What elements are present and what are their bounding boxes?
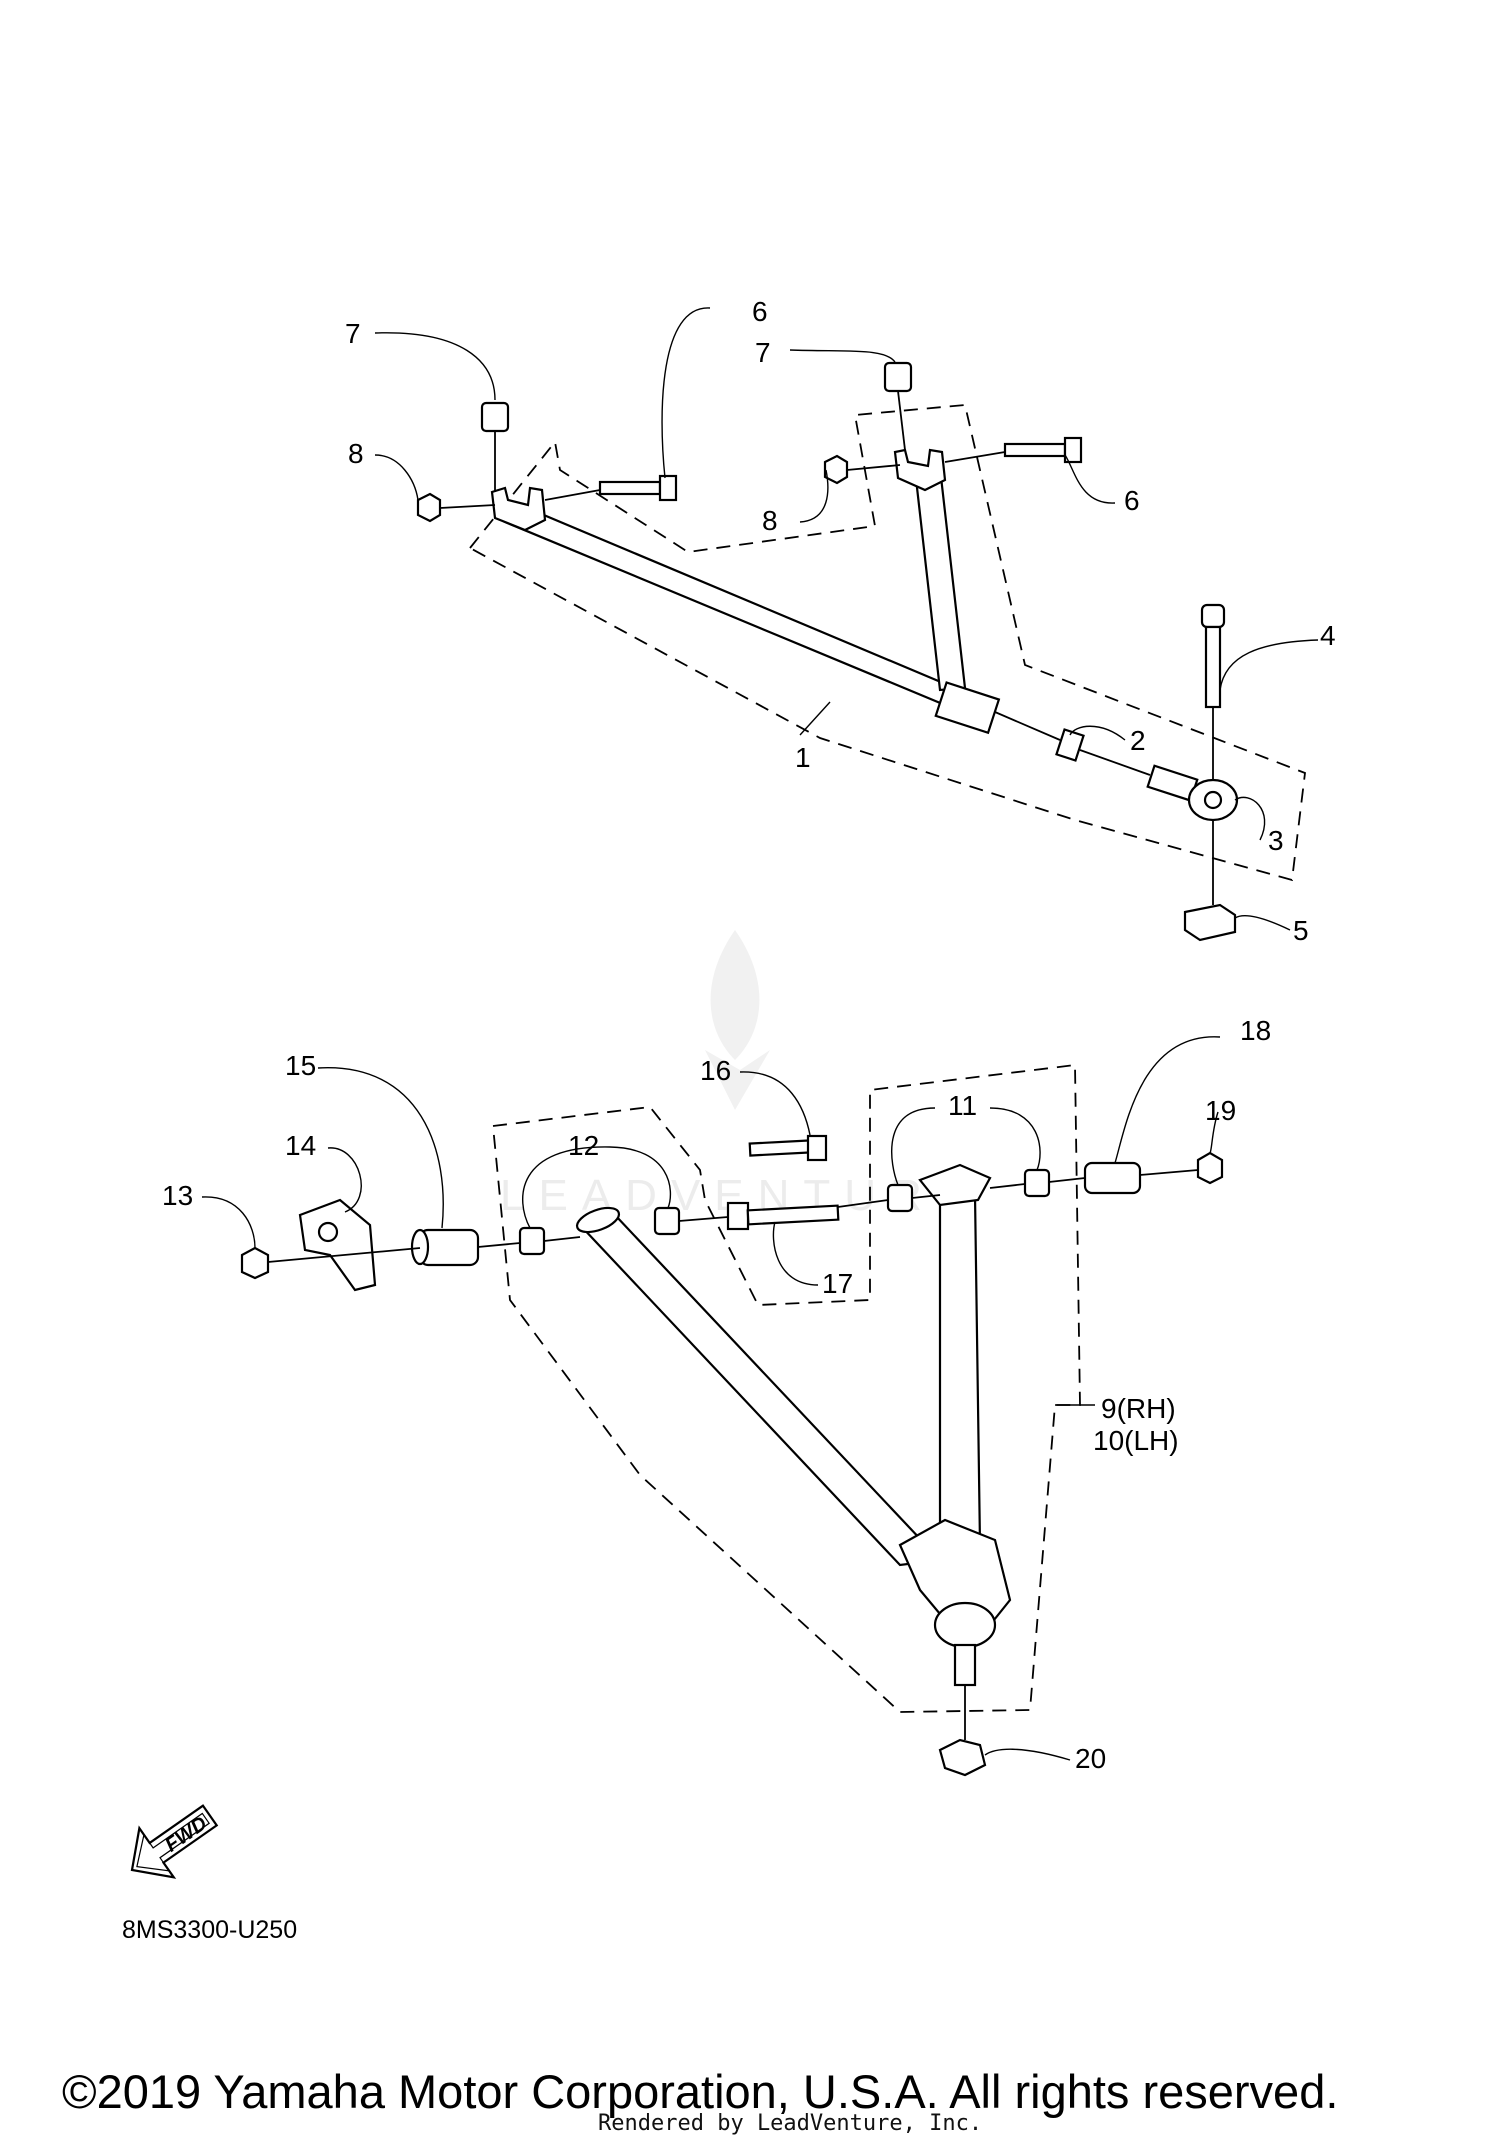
callout-2: 2 xyxy=(1130,725,1146,756)
upper-arm-outline xyxy=(468,404,1306,882)
lower-arm-long-tube xyxy=(577,1213,943,1567)
bolt-17-head xyxy=(726,1201,750,1231)
callout-5: 5 xyxy=(1293,915,1309,946)
upper-left-bracket xyxy=(490,486,547,532)
bolt-16-head xyxy=(806,1134,828,1162)
nut-8-right xyxy=(823,454,849,485)
ball-joint-housing xyxy=(898,1518,1012,1627)
collar-12-left xyxy=(518,1226,546,1256)
copyright-notice: ©2019 Yamaha Motor Corporation, U.S.A. A… xyxy=(62,2065,1338,2118)
bolt-6-right-shank xyxy=(1003,442,1067,458)
upper-arm-assembly xyxy=(416,361,1306,942)
lower-arm-long-tube-end xyxy=(575,1206,621,1234)
rendered-by: Rendered by LeadVenture, Inc. xyxy=(598,2111,982,2135)
jam-nut-2 xyxy=(1055,728,1085,762)
callout-8-left: 8 xyxy=(348,438,364,469)
ball-joint-stud xyxy=(953,1643,977,1687)
fwd-arrow-icon: FWD xyxy=(130,1804,219,1879)
upper-arm-long-tube xyxy=(503,503,957,707)
callout-7-right: 7 xyxy=(755,337,771,368)
bolt-16-shank xyxy=(748,1139,812,1157)
callout-18: 18 xyxy=(1240,1015,1271,1046)
callout-3: 3 xyxy=(1268,825,1284,856)
bracket-14 xyxy=(298,1198,377,1292)
callouts: 1 2 3 4 5 6 6 7 7 8 8 9(RH) 10(LH) 11 12… xyxy=(162,296,1336,1774)
nut-8-left xyxy=(416,492,442,523)
callout-11: 11 xyxy=(948,1090,977,1121)
callout-14: 14 xyxy=(285,1130,316,1161)
collar-11-left xyxy=(886,1183,914,1213)
ball-joint-base xyxy=(933,1601,997,1649)
callout-15: 15 xyxy=(285,1050,316,1081)
nut-20 xyxy=(938,1738,987,1777)
collar-11-right xyxy=(1023,1168,1051,1198)
nut-19 xyxy=(1196,1151,1224,1185)
callout-20: 20 xyxy=(1075,1743,1106,1774)
upper-leader-lines xyxy=(374,307,1319,931)
callout-6-right: 6 xyxy=(1124,485,1140,516)
leadventure-watermark: LEADVENTURE xyxy=(500,930,965,1220)
upper-right-bracket xyxy=(893,448,947,492)
collar-12-right xyxy=(653,1206,681,1236)
bolt-6-right-head xyxy=(1063,436,1083,464)
callout-12: 12 xyxy=(568,1130,599,1161)
callout-13: 13 xyxy=(162,1180,193,1211)
nut-13 xyxy=(240,1246,270,1280)
bolt-4-shank xyxy=(1204,625,1222,709)
upper-arm-short-tube xyxy=(913,466,967,692)
nut-5 xyxy=(1183,903,1237,942)
callout-1: 1 xyxy=(795,742,811,773)
collar-7-right xyxy=(883,361,913,393)
lower-leader-lines xyxy=(201,1036,1221,1761)
collar-7-left xyxy=(480,401,510,433)
upper-arm-sleeve xyxy=(934,681,1001,735)
bolt-6-left-shank xyxy=(598,480,662,496)
callout-10: 10(LH) xyxy=(1093,1425,1179,1456)
callout-4: 4 xyxy=(1320,620,1336,651)
callout-8-right: 8 xyxy=(762,505,778,536)
lower-arm-assembly xyxy=(240,1063,1224,1777)
callout-16: 16 xyxy=(700,1055,731,1086)
callout-9: 9(RH) xyxy=(1101,1393,1176,1424)
callout-6-top: 6 xyxy=(752,296,768,327)
bolt-6-left-head xyxy=(658,474,678,502)
callout-19: 19 xyxy=(1205,1095,1236,1126)
bolt-17-shank xyxy=(746,1204,840,1226)
callout-7-left: 7 xyxy=(345,318,361,349)
lower-arm-short-tube xyxy=(938,1193,982,1547)
bolt-4-head xyxy=(1200,603,1226,629)
bushing-18 xyxy=(1083,1161,1142,1195)
callout-17: 17 xyxy=(822,1268,853,1299)
diagram-code: 8MS3300-U250 xyxy=(122,1916,297,1944)
